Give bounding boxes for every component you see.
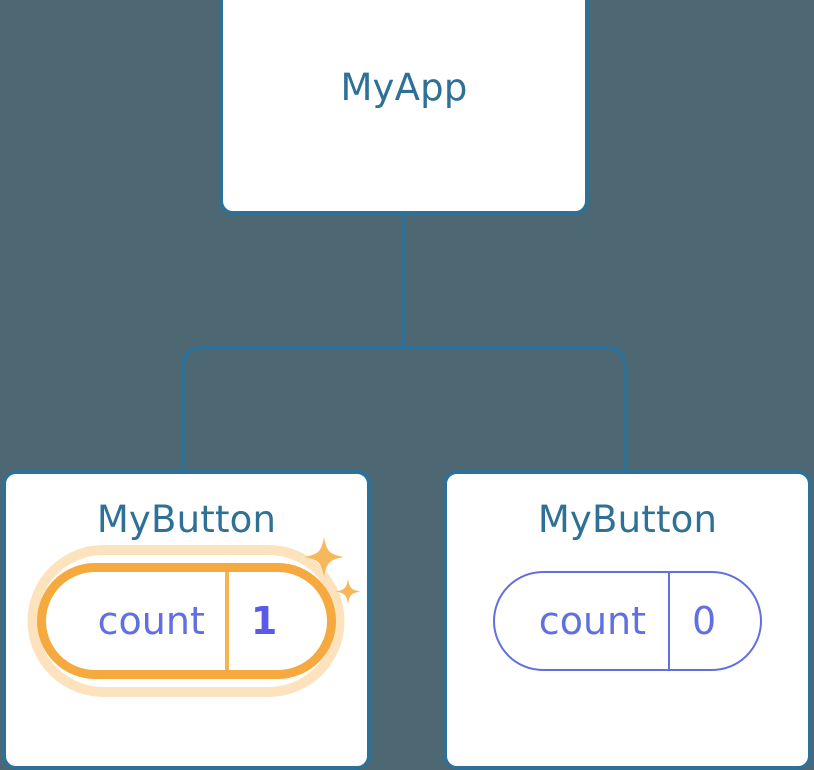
state-pill-value: 1 [224, 571, 327, 670]
state-pill-key: count [46, 572, 225, 670]
node-child-title: MyButton [96, 498, 277, 541]
node-root-title: MyApp [340, 66, 468, 110]
node-child-title: MyButton [537, 498, 718, 541]
state-pill-wrapper: count 0 [492, 570, 763, 671]
edge-child-bus [181, 346, 627, 470]
state-pill-value: 0 [668, 572, 760, 669]
state-pill-value-label: 0 [692, 598, 717, 643]
state-pill-key: count [495, 573, 668, 669]
state-pill-key-label: count [538, 598, 647, 643]
node-child-mybutton-1[interactable]: MyButton count 1 [2, 470, 371, 770]
node-child-mybutton-2[interactable]: MyButton count 0 [443, 470, 812, 770]
state-pill-key-label: count [97, 598, 205, 643]
state-pill-wrapper: count 1 [27, 536, 361, 697]
state-pill-value-label: 1 [250, 598, 278, 643]
state-pill-glow [27, 544, 345, 697]
node-root-myapp[interactable]: MyApp [219, 0, 589, 215]
state-pill-count[interactable]: count 0 [492, 570, 763, 671]
state-pill-count[interactable]: count 1 [36, 562, 337, 679]
